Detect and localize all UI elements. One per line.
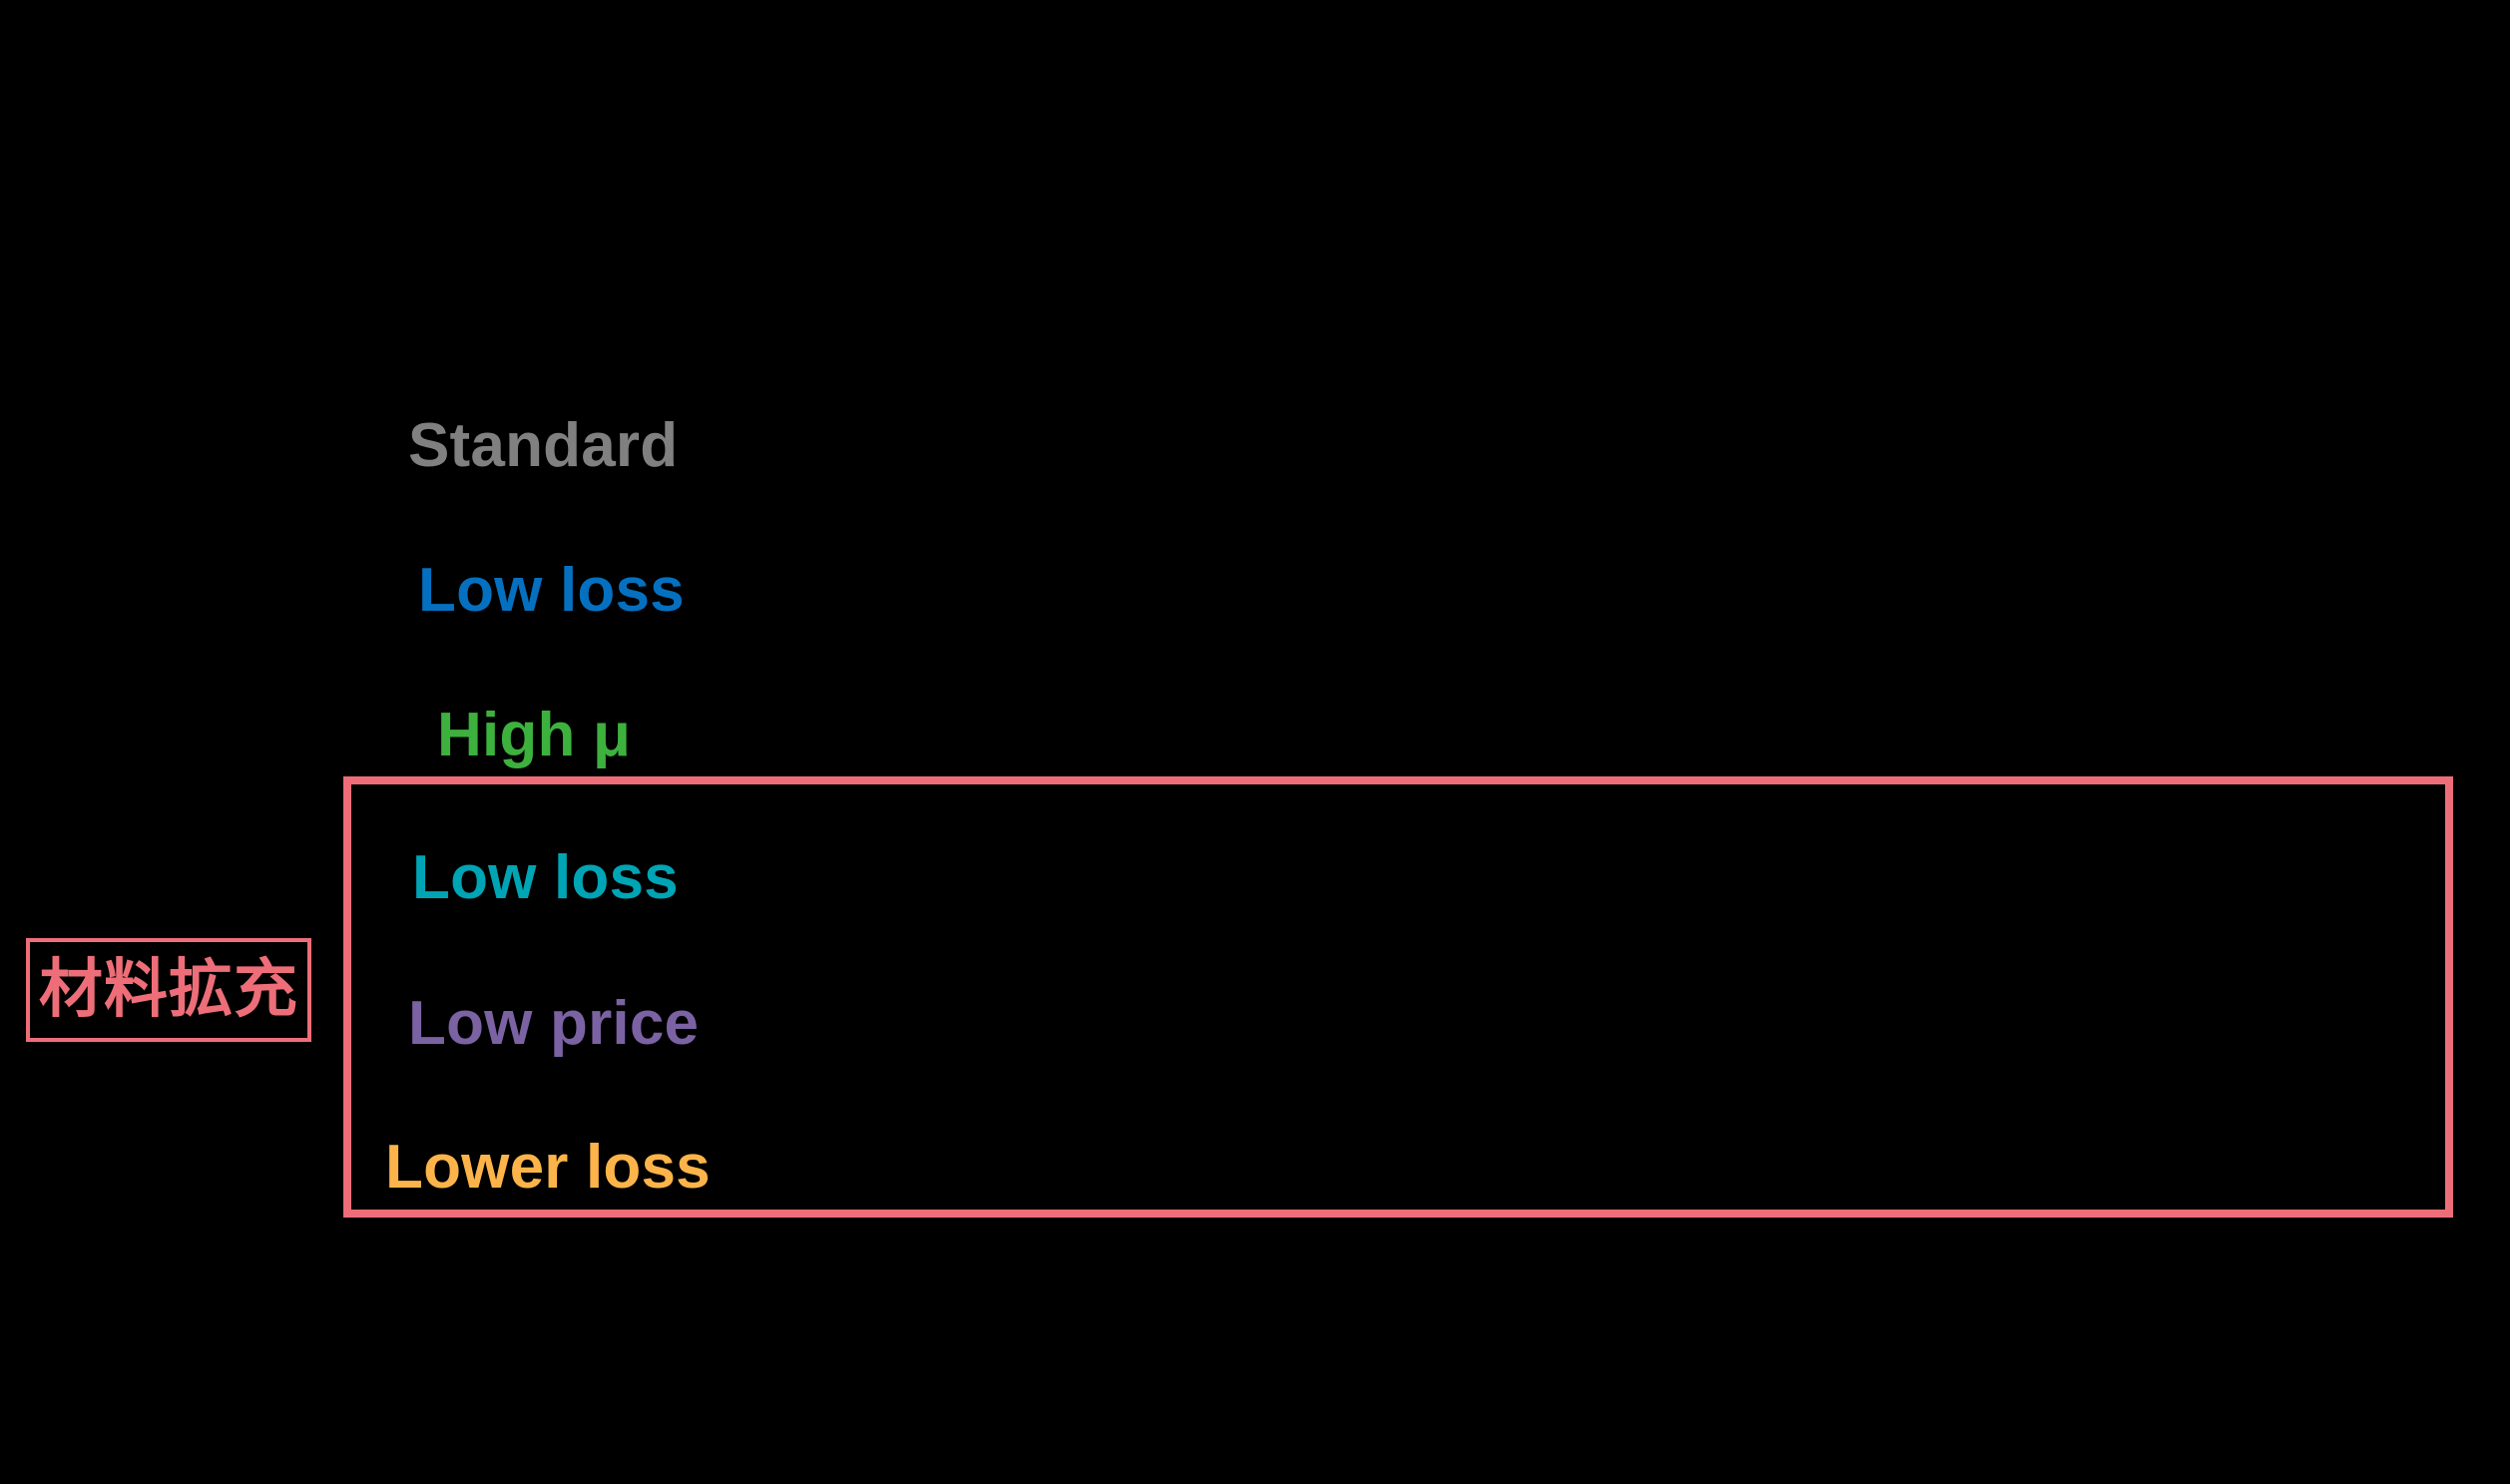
material-expansion-highlight-box[interactable] <box>343 776 2453 1218</box>
tier-label-low-loss-teal: Low loss <box>412 843 679 912</box>
tier-label-standard: Standard <box>408 411 679 480</box>
tier-label-low-price: Low price <box>408 989 700 1058</box>
tier-label-high-mu: High μ <box>437 701 632 769</box>
tier-label-low-loss-blue: Low loss <box>418 556 685 625</box>
annotation-label: 材料拡充 <box>39 953 298 1027</box>
annotation-box-material-expansion[interactable]: 材料拡充 <box>26 938 311 1042</box>
tier-label-lower-loss: Lower loss <box>385 1133 711 1202</box>
